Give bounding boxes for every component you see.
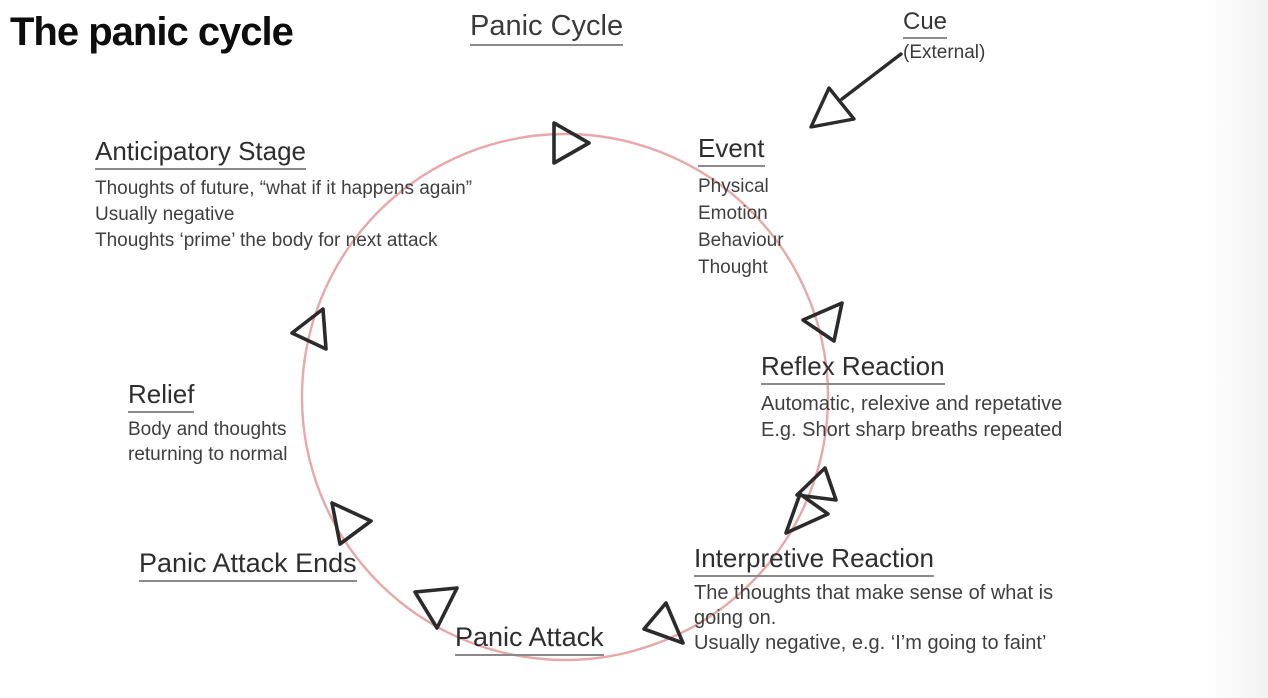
stage-line: Body and thoughts bbox=[128, 418, 287, 440]
cue-label: Cue bbox=[903, 8, 985, 39]
stage-title: Panic Attack bbox=[455, 622, 604, 657]
stage-line: Usually negative bbox=[95, 203, 235, 225]
cycle-arrowhead-left-upper-icon bbox=[290, 307, 328, 351]
cycle-arrowhead-top-icon bbox=[552, 121, 591, 165]
stage-lines: Automatic, relexive and repetative E.g. … bbox=[761, 391, 1062, 443]
stage-lines: Thoughts of future, “what if it happens … bbox=[95, 176, 472, 254]
stage-line: E.g. Short sharp breaths repeated bbox=[761, 418, 1063, 441]
stage-title-text: Anticipatory Stage bbox=[95, 136, 307, 170]
stage-relief: Relief Body and thoughts returning to no… bbox=[128, 379, 287, 467]
stage-title: Panic Attack Ends bbox=[139, 548, 357, 583]
stage-line: The thoughts that make sense of what is bbox=[694, 581, 1054, 604]
stage-title-text: Interpretive Reaction bbox=[694, 543, 934, 577]
page-title: The panic cycle bbox=[10, 10, 294, 54]
stage-panic-attack: Panic Attack bbox=[455, 622, 604, 657]
stage-line: Thoughts of future, “what if it happens … bbox=[95, 177, 473, 199]
stage-title-text: Event bbox=[698, 133, 765, 167]
cycle-arrowhead-bottom-icon bbox=[413, 586, 459, 630]
stage-line: Automatic, relexive and repetative bbox=[761, 392, 1063, 415]
stage-title: Event bbox=[698, 133, 784, 167]
stage-title: Reflex Reaction bbox=[761, 351, 1062, 385]
stage-title-text: Panic Attack bbox=[455, 622, 604, 657]
cycle-arrowhead-left-lower-icon bbox=[330, 501, 373, 546]
cycle-arrowhead-right-lower-b-icon bbox=[784, 492, 830, 535]
stage-panic-attack-ends: Panic Attack Ends bbox=[139, 548, 357, 583]
diagram-title: Panic Cycle bbox=[470, 10, 624, 47]
stage-lines: The thoughts that make sense of what is … bbox=[694, 581, 1053, 656]
cycle-arrowhead-bottom-right-icon bbox=[642, 601, 685, 645]
diagram-title-text: Panic Cycle bbox=[470, 10, 624, 47]
cue-label-text: Cue bbox=[903, 8, 948, 39]
stage-line: Behaviour bbox=[698, 229, 784, 251]
stage-line: Emotion bbox=[698, 202, 768, 224]
stage-title: Anticipatory Stage bbox=[95, 136, 472, 170]
stage-event: Event Physical Emotion Behaviour Thought bbox=[698, 133, 784, 281]
stage-lines: Physical Emotion Behaviour Thought bbox=[698, 173, 784, 281]
stage-interpretive-reaction: Interpretive Reaction The thoughts that … bbox=[694, 543, 1053, 656]
stage-title: Relief bbox=[128, 379, 287, 413]
stage-title-text: Relief bbox=[128, 379, 195, 413]
cue-sublabel: (External) bbox=[903, 41, 986, 63]
stage-reflex-reaction: Reflex Reaction Automatic, relexive and … bbox=[761, 351, 1062, 443]
stage-title-text: Reflex Reaction bbox=[761, 351, 945, 385]
stage-line: Physical bbox=[698, 175, 769, 197]
stage-line: returning to normal bbox=[128, 443, 288, 465]
cycle-circle bbox=[300, 132, 830, 662]
stage-line: Thought bbox=[698, 256, 768, 278]
stage-title: Interpretive Reaction bbox=[694, 543, 1053, 577]
stage-lines: Body and thoughts returning to normal bbox=[128, 417, 287, 467]
cycle-arrowhead-right-upper-icon bbox=[801, 301, 844, 343]
stage-line: going on. bbox=[694, 606, 777, 629]
stage-line: Thoughts ‘prime’ the body for next attac… bbox=[95, 229, 438, 251]
cue-label-block: Cue (External) bbox=[903, 8, 985, 64]
stage-title-text: Panic Attack Ends bbox=[139, 548, 357, 583]
stage-anticipatory: Anticipatory Stage Thoughts of future, “… bbox=[95, 136, 472, 254]
cue-arrow-line bbox=[840, 52, 903, 101]
cycle-arrowhead-right-lower-a-icon bbox=[795, 466, 838, 502]
stage-line: Usually negative, e.g. ‘I’m going to fai… bbox=[694, 631, 1047, 654]
cue-arrowhead-icon bbox=[809, 86, 856, 129]
